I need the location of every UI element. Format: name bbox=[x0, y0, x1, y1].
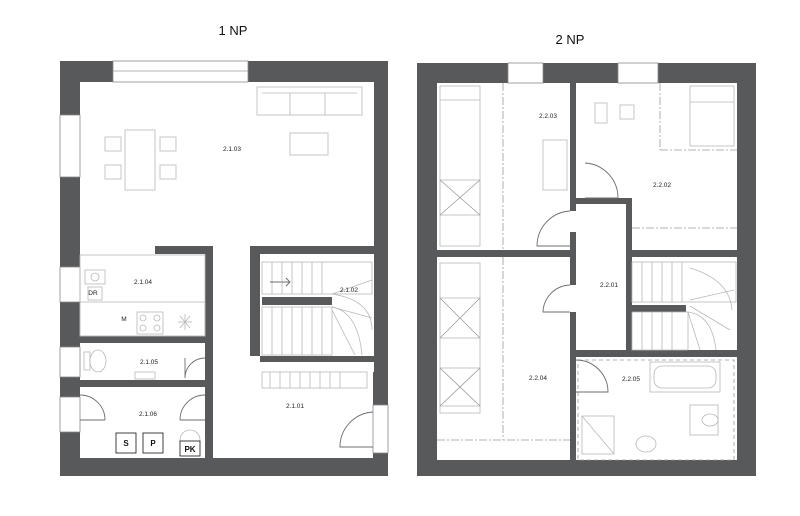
room-label-2-1-04: 2.1.04 bbox=[134, 279, 152, 286]
dishwasher-label: DR bbox=[88, 290, 98, 297]
wall-stair-bottom bbox=[260, 356, 374, 362]
wc-fixtures bbox=[83, 349, 206, 380]
floor-1np: 1 NP bbox=[59, 23, 389, 476]
room-label-2-1-03: 2.1.03 bbox=[223, 146, 241, 153]
room-label-2-2-03: 2.2.03 bbox=[539, 113, 557, 120]
room-2-2-02-furniture bbox=[584, 83, 737, 229]
floor-2-title: 2 NP bbox=[556, 32, 585, 47]
window-left-living bbox=[59, 114, 81, 178]
wall-v-upper-left bbox=[570, 83, 576, 211]
washer-label: S bbox=[123, 439, 129, 448]
window-left-kitchen bbox=[59, 266, 81, 303]
window-left-utility bbox=[59, 396, 81, 433]
room-label-2-2-02: 2.2.02 bbox=[653, 182, 671, 189]
staircase-2np bbox=[631, 261, 737, 351]
oven-label: M bbox=[121, 316, 126, 323]
wall-wc-right bbox=[205, 343, 213, 380]
floor-1-outer-wall bbox=[60, 61, 388, 476]
window-top-2-2-02 bbox=[617, 62, 659, 84]
wall-stair-left bbox=[250, 246, 260, 356]
bathroom-fixtures bbox=[575, 359, 735, 461]
room-label-2-2-01: 2.2.01 bbox=[600, 282, 618, 289]
wall-v-upper-left-2 bbox=[570, 232, 576, 256]
dryer-box bbox=[142, 432, 164, 454]
wall-wc-bottom bbox=[80, 380, 213, 387]
wall-v-left-lower bbox=[570, 257, 576, 285]
room-label-2-1-05: 2.1.05 bbox=[140, 359, 158, 366]
staircase-1np bbox=[261, 261, 373, 356]
room-label-2-2-04: 2.2.04 bbox=[529, 375, 547, 382]
room-label-2-2-05: 2.2.05 bbox=[622, 376, 640, 383]
wall-v-right bbox=[626, 198, 632, 256]
floor-1-title: 1 NP bbox=[219, 23, 248, 38]
floor-2-outer-wall bbox=[417, 63, 756, 476]
room-2-2-04-furniture bbox=[437, 257, 570, 441]
room-label-2-1-02: 2.1.02 bbox=[340, 287, 358, 294]
wall-bath-top bbox=[576, 350, 737, 357]
wall-h-right-top bbox=[576, 198, 632, 204]
washer-box bbox=[115, 432, 137, 454]
wall-stair-top bbox=[250, 246, 374, 254]
living-furniture bbox=[104, 86, 363, 191]
wall-v-left-lower-2 bbox=[570, 312, 576, 460]
wall-h-left-mid bbox=[437, 250, 576, 257]
window-top-living bbox=[112, 60, 249, 83]
room-2-2-03-furniture bbox=[439, 83, 571, 250]
window-left-wc bbox=[59, 346, 81, 378]
wall-h-right-mid bbox=[626, 250, 737, 257]
window-top-2-2-03 bbox=[507, 62, 544, 84]
door-2-2-04 bbox=[542, 284, 571, 313]
room-label-2-1-06: 2.1.06 bbox=[139, 411, 157, 418]
room-label-2-1-01: 2.1.01 bbox=[286, 403, 304, 410]
wall-stair-2-mid bbox=[626, 305, 686, 312]
wall-kitchen-top bbox=[155, 246, 213, 254]
floor-2np: 2 NP 2.2.03 bbox=[417, 32, 756, 476]
wall-utility-right bbox=[205, 387, 213, 458]
wall-stair-mid bbox=[262, 297, 332, 305]
kitchen-counter bbox=[79, 254, 206, 337]
wall-kitchen-right bbox=[205, 246, 213, 336]
boiler-box bbox=[179, 440, 201, 457]
hall-fixtures bbox=[261, 371, 389, 454]
boiler-label: PK bbox=[184, 445, 195, 454]
dryer-label: P bbox=[150, 439, 156, 448]
wall-wc-top bbox=[80, 336, 213, 343]
wall-stair-2-left bbox=[626, 257, 632, 355]
